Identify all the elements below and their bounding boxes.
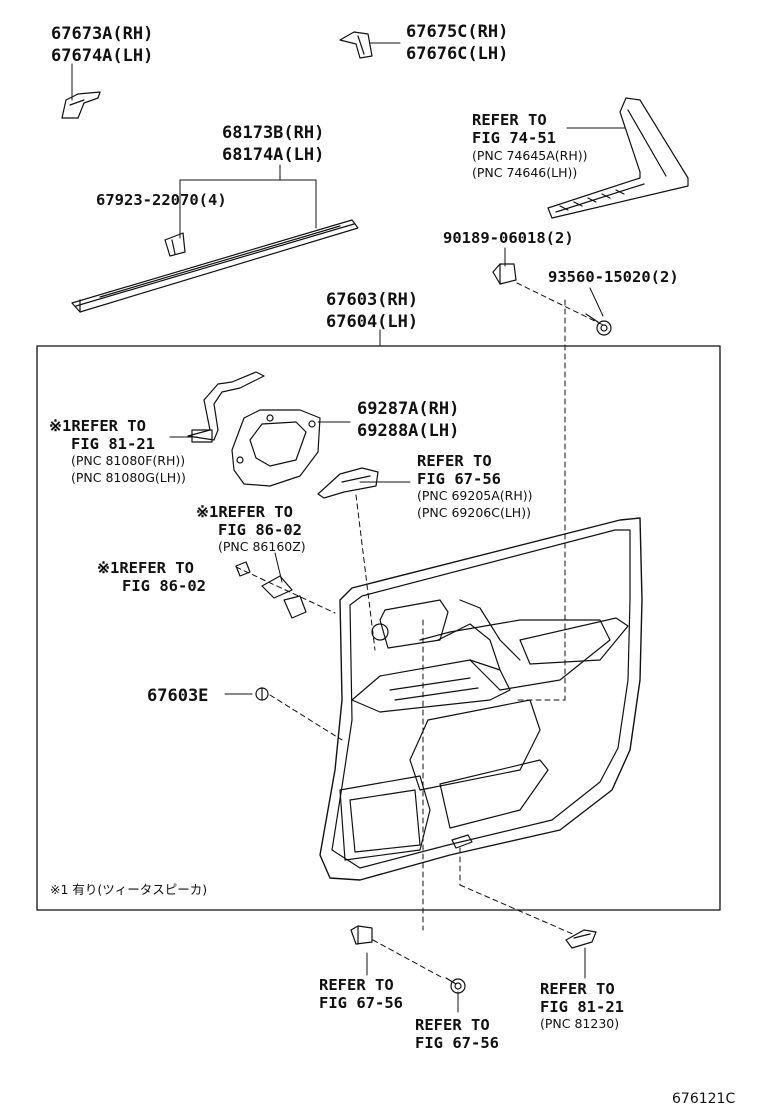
ref-bottom2-a: REFER TO [415, 1016, 490, 1034]
ref-8121-d: (PNC 81080G(LH)) [71, 470, 186, 485]
ref-7451-b: FIG 74-51 [472, 129, 556, 147]
ref-bottom1-a: REFER TO [319, 976, 394, 994]
ref-7451-c: (PNC 74645A(RH)) [472, 148, 588, 163]
ref-bottom3-c: (PNC 81230) [540, 1016, 620, 1031]
label-90189: 90189-06018(2) [443, 229, 574, 247]
screw-93560 [585, 313, 612, 336]
label-67674a: 67674A(LH) [51, 46, 154, 66]
ref-8121-a: ※1REFER TO [49, 417, 146, 435]
label-67675c: 67675C(RH) [406, 22, 509, 42]
ref-8602b-b: FIG 86-02 [122, 577, 206, 595]
door-trim-panel [319, 517, 643, 881]
belt-moulding [71, 219, 359, 313]
footnote-tweeter: ※1 有り(ツィータスピーカ) [50, 882, 208, 897]
ref-7451-d: (PNC 74646(LH)) [472, 165, 578, 180]
ref-bottom3-a: REFER TO [540, 980, 615, 998]
label-67923: 67923-22070(4) [96, 191, 227, 209]
label-67603e: 67603E [147, 686, 209, 706]
ref-6756-c: (PNC 69205A(RH)) [417, 488, 533, 503]
label-67604: 67604(LH) [326, 312, 419, 332]
ref-8121-b: FIG 81-21 [71, 435, 155, 453]
clip-90189 [492, 263, 517, 285]
label-68173b: 68173B(RH) [222, 123, 325, 143]
ref-8602b-a: ※1REFER TO [97, 559, 194, 577]
clip-67603e [255, 687, 269, 701]
dashed-lines [235, 282, 604, 979]
clip-67923 [164, 232, 186, 257]
armrest-trim [547, 97, 689, 219]
speaker-connector [235, 561, 307, 619]
label-67676c: 67676C(LH) [406, 44, 509, 64]
ref-8602a-c: (PNC 86160Z) [218, 539, 306, 554]
ref-8121-c: (PNC 81080F(RH)) [71, 453, 186, 468]
label-67603: 67603(RH) [326, 290, 419, 310]
ref-8602a-a: ※1REFER TO [196, 503, 293, 521]
inside-handle [317, 467, 379, 499]
ref-6756-a: REFER TO [417, 452, 492, 470]
label-67673a: 67673A(RH) [51, 24, 154, 44]
ref-7451-a: REFER TO [472, 111, 547, 129]
leader-lines [71, 42, 626, 1013]
bottom-clip-square [350, 925, 373, 945]
label-93560: 93560-15020(2) [548, 268, 679, 286]
figure-id: 676121C [672, 1091, 736, 1107]
label-68174a: 68174A(LH) [222, 145, 325, 165]
ref-bottom3-b: FIG 81-21 [540, 998, 624, 1016]
ref-6756-b: FIG 67-56 [417, 470, 501, 488]
courtesy-lamp [565, 929, 597, 949]
ref-8602a-b: FIG 86-02 [218, 521, 302, 539]
clip-67673a [61, 91, 101, 119]
panel-frame [36, 345, 721, 911]
clip-67675c [339, 31, 373, 59]
bottom-screw [445, 977, 466, 994]
ref-6756-d: (PNC 69206C(LH)) [417, 505, 531, 520]
ref-bottom2-b: FIG 67-56 [415, 1034, 499, 1052]
label-69288a: 69288A(LH) [357, 421, 460, 441]
ref-bottom1-b: FIG 67-56 [319, 994, 403, 1012]
handle-bezel [231, 409, 321, 487]
tweeter-wire [187, 371, 265, 443]
label-69287a: 69287A(RH) [357, 399, 460, 419]
